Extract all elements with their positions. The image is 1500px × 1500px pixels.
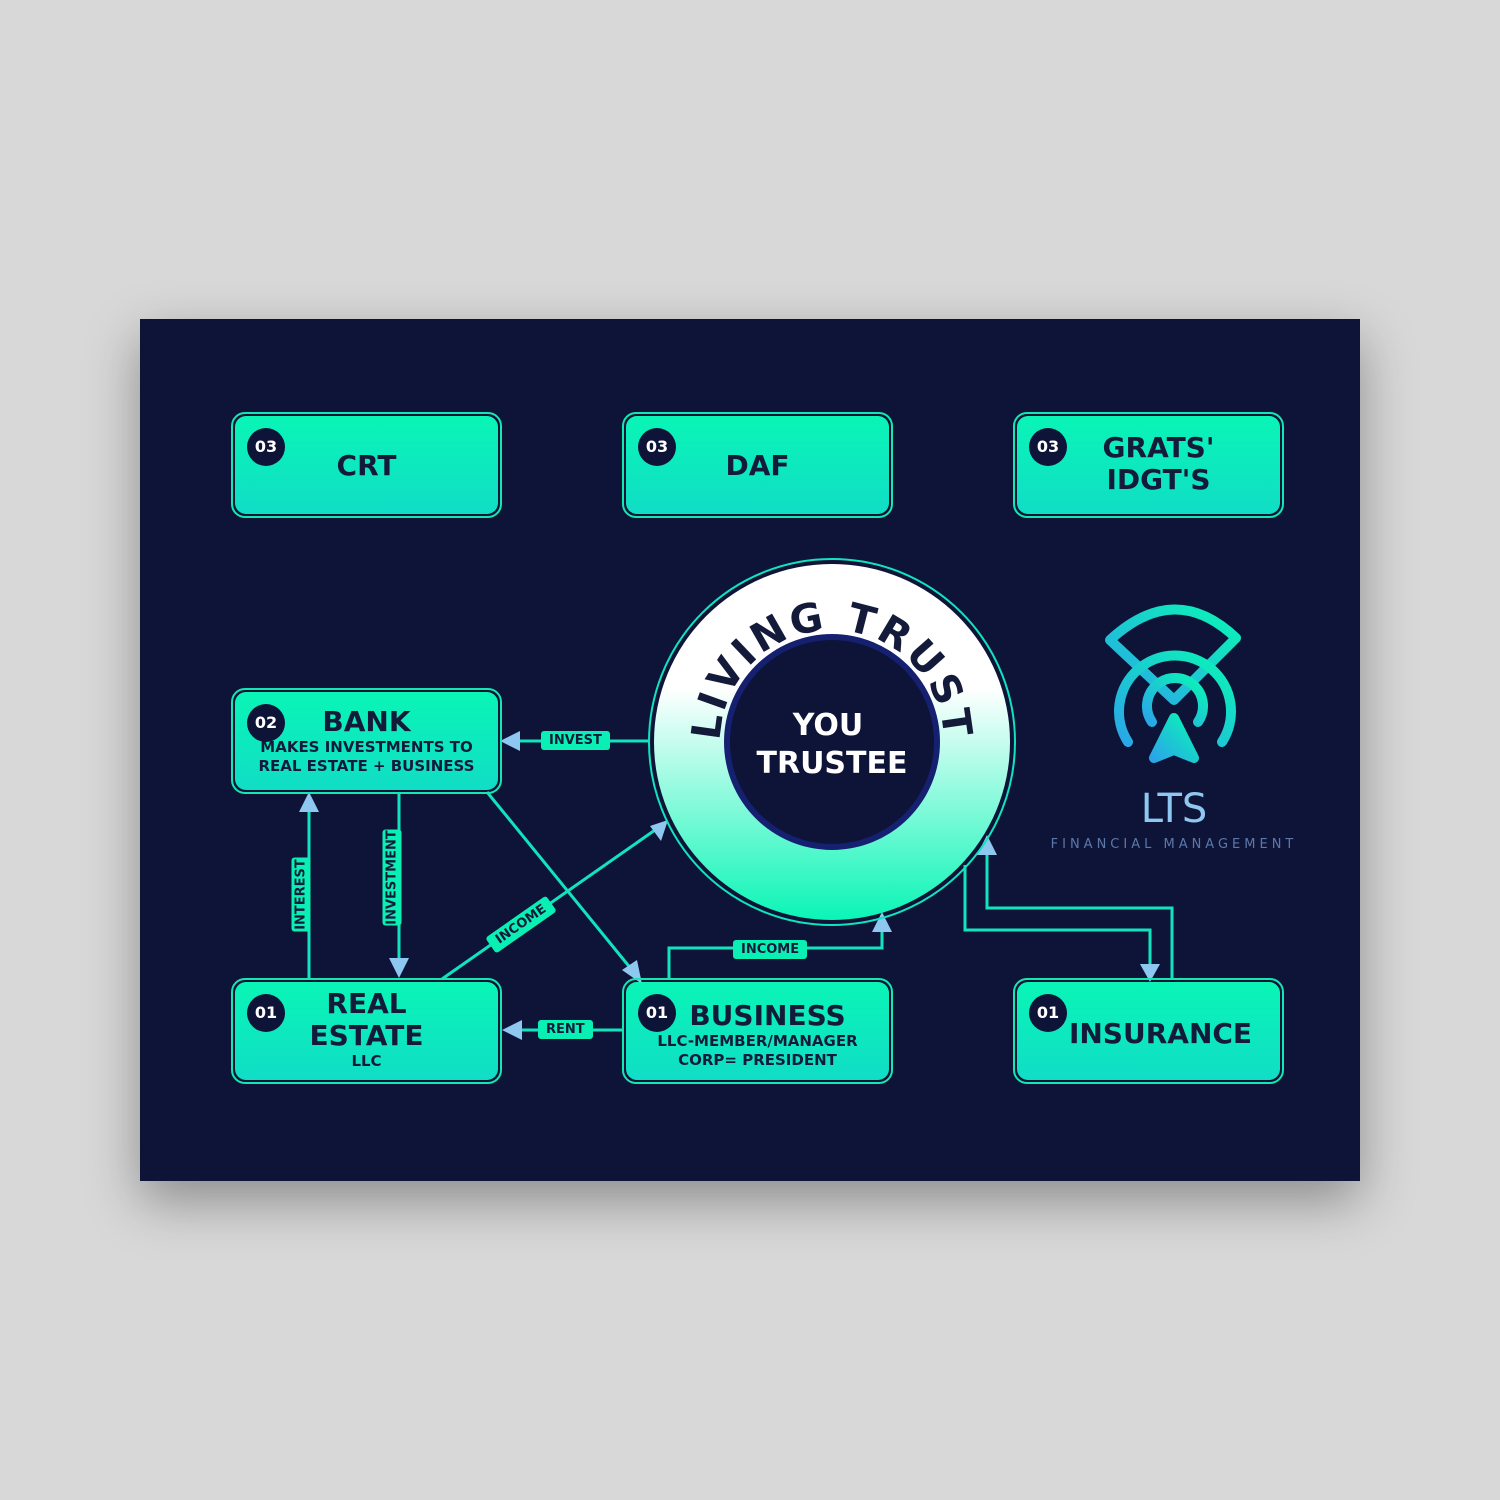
box-title: DAF (725, 449, 790, 482)
arrow-icon (872, 912, 892, 932)
trust-insurance-line (963, 865, 1152, 965)
box-title: IDGT'S (1106, 463, 1211, 496)
arrow-icon (502, 1020, 522, 1040)
box-title: BANK (322, 705, 411, 738)
step-badge: 03 (638, 428, 676, 466)
box-subtitle: LLC-MEMBER/MANAGER (657, 1032, 858, 1050)
trust-line2: TRUSTEE (757, 746, 908, 781)
invest-label: INVEST (541, 731, 610, 750)
box-title: INSURANCE (1068, 1017, 1253, 1050)
business-income-label: INCOME (733, 940, 808, 959)
box-title: ESTATE (309, 1019, 424, 1052)
arrow-icon (977, 835, 997, 855)
insurance-trust-line (985, 852, 1174, 978)
investment-label: INVESTMENT (382, 829, 402, 926)
step-badge: 03 (1029, 428, 1067, 466)
arrow-icon (299, 792, 319, 812)
step-badge: 01 (638, 994, 676, 1032)
box-subtitle: REAL ESTATE + BUSINESS (258, 757, 475, 775)
crt-box: 03 CRT (231, 412, 502, 518)
logo-name: LTS (1141, 786, 1208, 832)
insurance-box: 01 INSURANCE (1013, 978, 1284, 1084)
real-estate-box: 01 REAL ESTATE LLC (231, 978, 502, 1084)
interest-label: INTEREST (291, 857, 311, 932)
arrow-icon (650, 820, 668, 841)
business-box: 01 BUSINESS LLC-MEMBER/MANAGER CORP= PRE… (622, 978, 893, 1084)
box-title: REAL (326, 987, 407, 1020)
grats-box: 03 GRATS' IDGT'S (1013, 412, 1284, 518)
box-subtitle: LLC (351, 1052, 382, 1070)
step-badge: 01 (247, 994, 285, 1032)
daf-box: 03 DAF (622, 412, 893, 518)
box-title: BUSINESS (689, 999, 846, 1032)
bank-business-line (485, 791, 634, 971)
box-title: CRT (336, 449, 397, 482)
step-badge: 01 (1029, 994, 1067, 1032)
rent-label: RENT (538, 1020, 593, 1039)
arrow-icon (500, 731, 520, 751)
lts-logo-icon (1105, 604, 1241, 763)
living-trust-circle: LIVING TRUST YOU TRUSTEE (648, 558, 1016, 926)
arrow-icon (389, 958, 409, 978)
box-subtitle: MAKES INVESTMENTS TO (260, 738, 473, 756)
step-badge: 03 (247, 428, 285, 466)
trust-line1: YOU (792, 708, 864, 743)
box-subtitle: CORP= PRESIDENT (678, 1051, 837, 1069)
box-title: GRATS' (1102, 431, 1215, 464)
bank-box: 02 BANK MAKES INVESTMENTS TO REAL ESTATE… (231, 688, 502, 794)
step-badge: 02 (247, 704, 285, 742)
logo-tagline: FINANCIAL MANAGEMENT (1051, 837, 1298, 852)
arrow-icon (1140, 964, 1160, 982)
